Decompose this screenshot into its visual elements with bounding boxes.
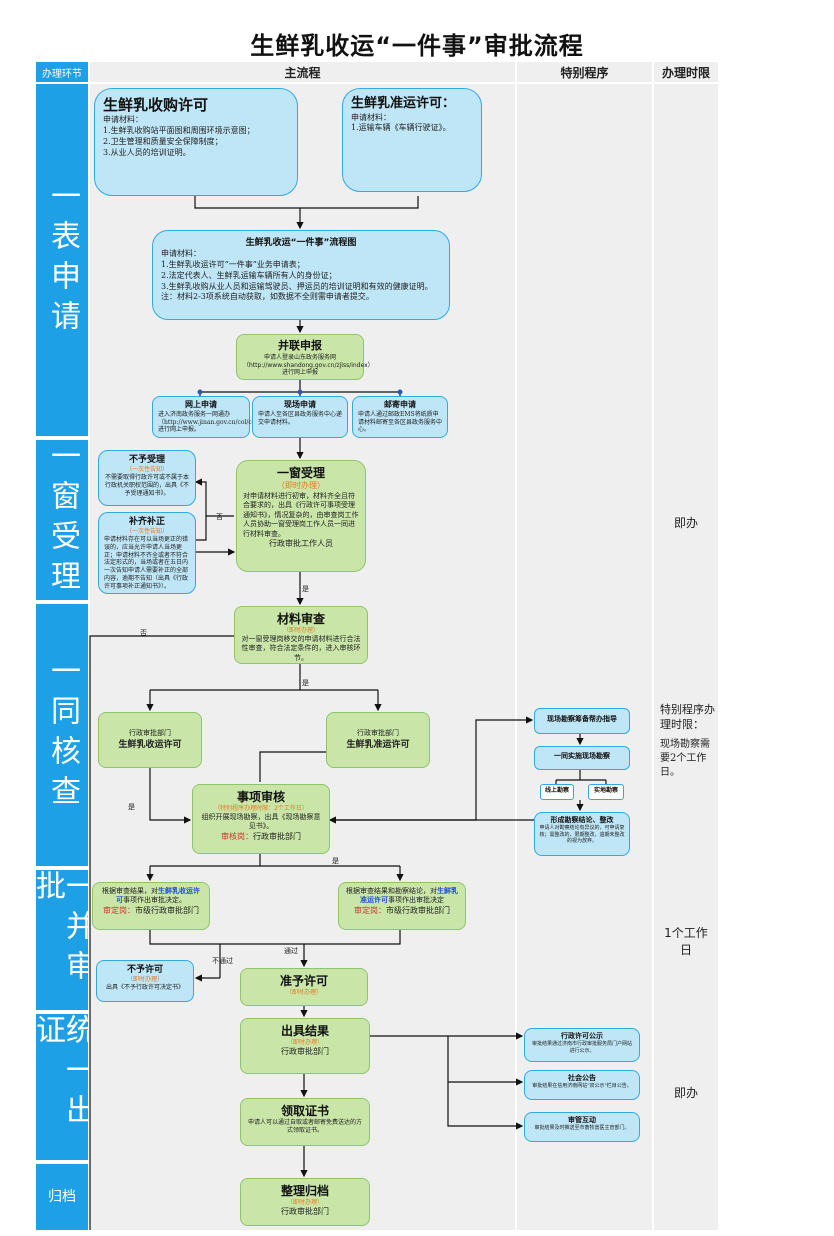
dept-transport-box: 行政审批部门 生鲜乳准运许可: [326, 712, 430, 768]
page-title: 生鲜乳收运“一件事”审批流程: [250, 32, 584, 60]
supervision-interaction-box: 审管互动 审批结果及时推送至市畜牧兽医主管部门。: [524, 1112, 640, 1142]
time-column: [654, 84, 718, 1230]
public-notice-box: 社会公告 审批结果在信用济南网站"双公示"栏目公告。: [524, 1070, 640, 1100]
label-yes-1: 是: [302, 585, 309, 593]
stage-apply: 一表申请: [36, 84, 88, 436]
onsite-survey-box: 实地勘察: [588, 784, 624, 800]
stage-issue: 统一出证: [30, 1014, 95, 1160]
collect-certificate-box: 领取证书 申请人可以通过自取或者邮寄免费送达的方式领取证书。: [240, 1098, 370, 1146]
special-prep-box: 现场勘察筹备帮办指导: [534, 708, 630, 734]
label-yes-4: 是: [332, 857, 339, 865]
material-review-box: 材料审查 （即时办理） 对一窗受理岗移交的申请材料进行合法性审查，符合法定条件的…: [234, 606, 368, 664]
deny-permit-box: 不予许可 （即时办理） 出具《不予行政许可决定书》: [96, 960, 194, 1002]
header-time: 办理时限: [654, 62, 718, 82]
archive-box: 整理归档 （即时办理） 行政审批部门: [240, 1178, 370, 1226]
grant-permit-box: 准予许可 （即时办理）: [240, 968, 368, 1006]
decide-purchase-box: 根据审查结果，对生鲜乳收运许可事项作出审批决定。 审定岗：市级行政审批部门: [92, 882, 210, 930]
stage-archive: 归档: [36, 1164, 88, 1230]
mail-application-box: 邮寄申请 申请人通过邮政EMS将纸质申请材料邮寄至各区县政务服务中心。: [352, 396, 448, 438]
supplement-box: 补齐补正 （一次性告知） 申请材料存在可以当场更正的错误的，应当允许申请人当场更…: [98, 512, 196, 594]
joint-application-box: 并联申报 申请人登录山东政务服务网（http://www.shandong.go…: [236, 334, 374, 380]
label-pass: 通过: [284, 947, 298, 955]
header-stage: 办理环节: [36, 62, 88, 82]
flowchart-materials-box: 生鲜乳收运“一件事”流程图 申请材料： 1.生鲜乳收运许可“一件事”业务申请表；…: [152, 230, 450, 320]
time-approve: 1个工作日: [664, 926, 708, 957]
header-main: 主流程: [90, 62, 515, 82]
transport-permit-box: 生鲜乳准运许可： 申请材料： 1.运输车辆《车辆行驶证》。: [342, 88, 482, 192]
stage-accept: 一窗受理: [36, 440, 88, 600]
time-special-desc: 现场勘察需要2个工作日。: [660, 739, 710, 778]
stage-approve: 一并审批: [30, 870, 95, 1010]
stage-verify: 一同核查: [36, 604, 88, 866]
time-window: 即办: [673, 516, 698, 530]
purchase-permit-box: 生鲜乳收购许可 申请材料： 1.生鲜乳收购站平面图和周围环境示意图； 2.卫生管…: [94, 88, 298, 196]
time-special-title: 特别程序办理时限：: [660, 703, 715, 732]
window-acceptance-box: 一窗受理 （即时办理） 对申请材料进行初审，材料齐全且符合要求的，出具《行政许可…: [236, 460, 366, 572]
online-application-box: 网上申请 进入济南政务服务一网通办（http://www.jinan.gov.c…: [152, 396, 313, 438]
survey-conclusion-box: 形成勘察结论、整改 申请人对勘察结论有异议的，可申请复核；需整改的，限期整改，逾…: [534, 812, 630, 856]
label-no-2: 否: [140, 629, 147, 637]
decide-transport-box: 根据审查结果和勘察结论，对生鲜乳准运许可事项作出审批决定 审定岗：市级行政审批部…: [338, 882, 466, 930]
special-joint-survey-box: 一同实施现场勘察: [534, 746, 630, 770]
online-survey-box: 线上勘察: [540, 784, 574, 800]
reject-acceptance-box: 不予受理 （一次性告知） 不需要取得行政许可或不属于本行政机关职权范围的，出具《…: [98, 450, 196, 506]
issue-result-box: 出具结果 （即时办理） 行政审批部门: [240, 1018, 370, 1074]
label-fail: 不通过: [212, 957, 233, 965]
label-no-1: 否: [216, 513, 223, 521]
onsite-application-box: 现场申请 申请人至各区县政务服务中心递交申请材料。: [252, 396, 348, 438]
matter-review-box: 事项审核 （特别程序办理时限：2个工作日） 组织开展现场勘察，出具《现场勘察意见…: [192, 784, 330, 854]
publicity-box: 行政许可公示 审批结果通过济南市行政审批服务局门户网站进行公示。: [524, 1028, 640, 1062]
label-yes-2: 是: [302, 679, 309, 687]
dept-purchase-box: 行政审批部门 生鲜乳收运许可: [98, 712, 202, 768]
time-issue: 即办: [673, 1086, 698, 1100]
header-special: 特别程序: [517, 62, 652, 82]
label-yes-3: 是: [128, 803, 135, 811]
